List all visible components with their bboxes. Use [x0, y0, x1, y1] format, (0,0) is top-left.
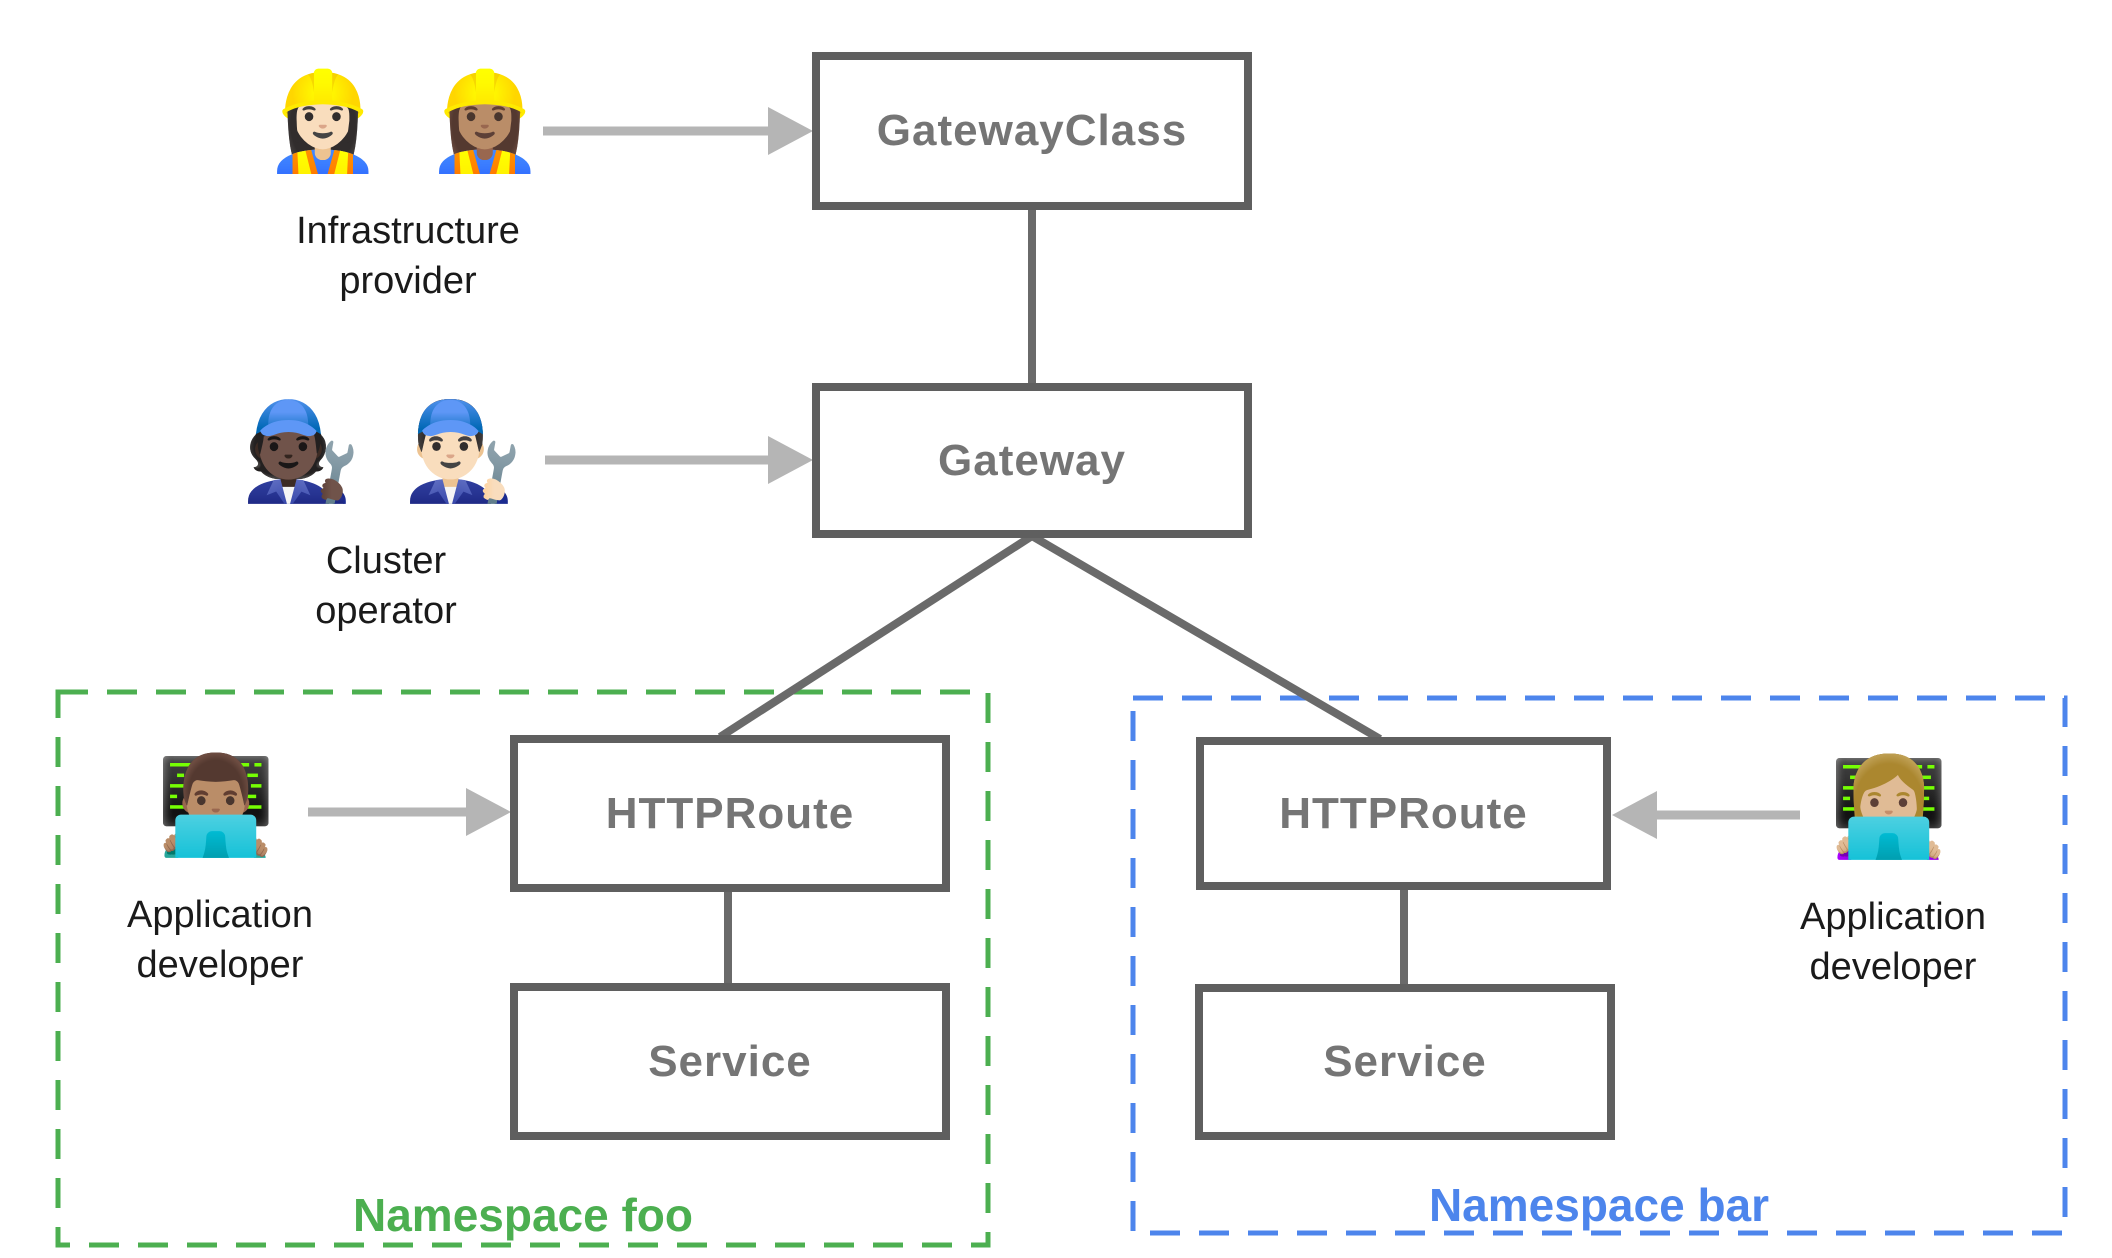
arrow-head-icon: [1612, 791, 1657, 839]
service-bar-label: Service: [1323, 1037, 1487, 1086]
mechanic-emojis-icon: 🧑🏿‍🔧 👨🏻‍🔧: [241, 398, 531, 505]
httproute-foo-label: HTTPRoute: [605, 788, 855, 838]
application-developer-foo-arrow: [308, 788, 511, 836]
cluster-operator-arrow: [545, 436, 813, 484]
service-bar-node: Service: [1195, 984, 1615, 1140]
woman-technologist-emoji-icon: 👩🏼‍💻: [1829, 754, 1957, 861]
cluster-operator-persona: 🧑🏿‍🔧 👨🏻‍🔧 Cluster operator: [186, 386, 586, 636]
application-developer-foo-persona: 👨🏽‍💻 Application developer: [20, 740, 420, 990]
namespace-foo-boundary: [55, 689, 991, 1248]
namespace-foo-caption: Namespace foo: [352, 1189, 693, 1241]
gateway-httproute-bar-connector: [1029, 532, 1383, 743]
namespace-bar-caption: Namespace bar: [1428, 1179, 1770, 1231]
technologist-emoji-icon: 👨🏽‍💻: [156, 752, 284, 859]
application-developer-bar-arrow: [1612, 791, 1800, 839]
construction-worker-emojis-icon: 👷🏻‍♀️ 👷🏽‍♀️: [263, 68, 553, 175]
gateway-label: Gateway: [938, 435, 1126, 485]
namespace-bar-boundary: [1130, 695, 2068, 1236]
application-developer-foo-label: Application developer: [127, 894, 313, 987]
application-developer-bar-persona: 👩🏼‍💻 Application developer: [1693, 742, 2093, 992]
service-foo-label: Service: [648, 1036, 812, 1086]
arrow-head-icon: [466, 788, 511, 836]
service-foo-node: Service: [510, 983, 950, 1140]
gateway-httproute-foo-connector: [717, 532, 1035, 741]
httproute-bar-label: HTTPRoute: [1279, 788, 1528, 838]
gateway-node: Gateway: [812, 383, 1252, 538]
arrow-head-icon: [768, 436, 813, 484]
gatewayclass-node: GatewayClass: [812, 52, 1252, 210]
infrastructure-provider-persona: 👷🏻‍♀️ 👷🏽‍♀️ Infrastructure provider: [208, 56, 608, 306]
infrastructure-provider-arrow: [543, 107, 813, 155]
infrastructure-provider-label: Infrastructure provider: [296, 210, 520, 303]
httproute-foo-node: HTTPRoute: [510, 735, 950, 892]
application-developer-bar-label: Application developer: [1800, 896, 1986, 989]
httproute-bar-node: HTTPRoute: [1196, 737, 1611, 890]
arrow-head-icon: [768, 107, 813, 155]
gatewayclass-label: GatewayClass: [876, 106, 1188, 155]
cluster-operator-label: Cluster operator: [315, 540, 457, 633]
